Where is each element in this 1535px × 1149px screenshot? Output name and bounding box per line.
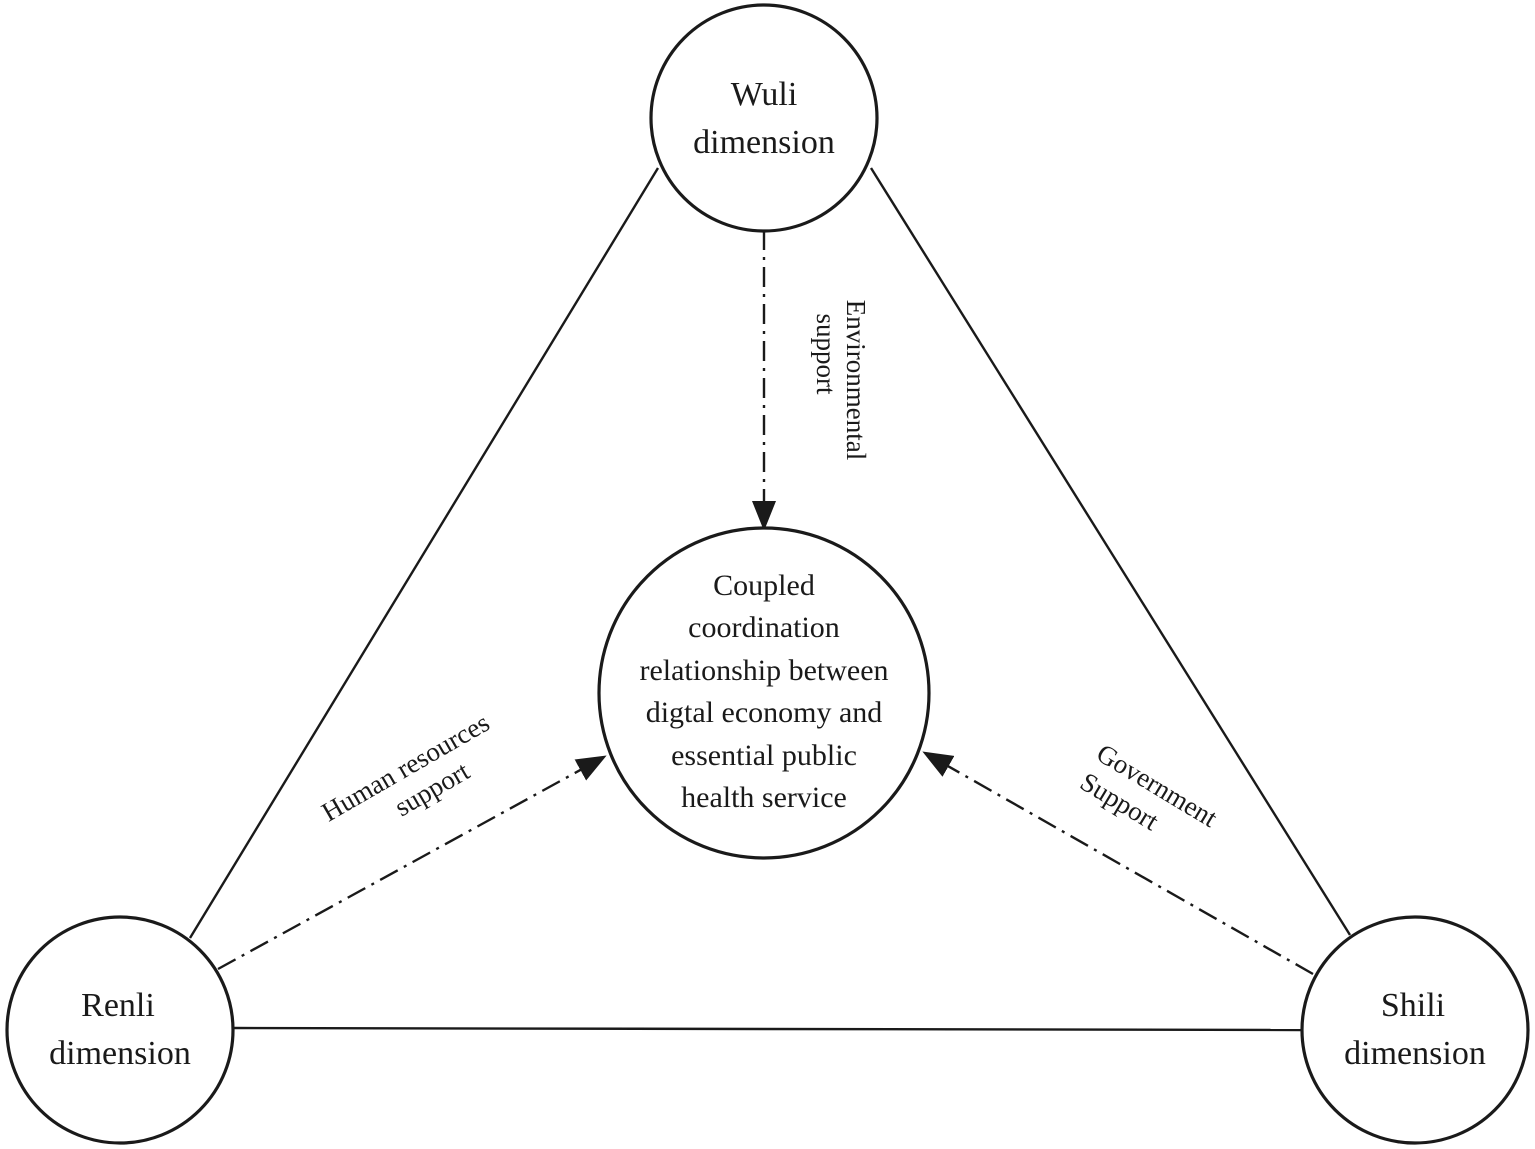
node-center: Coupled coordination relationship betwee… <box>597 526 931 860</box>
label-environmental-support: Environmental support <box>811 300 871 460</box>
node-shili-label-line2: dimension <box>1344 1035 1486 1072</box>
center-label-line1: Coupled <box>713 569 815 602</box>
edge-wuli-shili <box>869 167 1352 936</box>
label-human-resources-support: Human resources support <box>317 707 495 827</box>
label-government-support: Government Support <box>1075 738 1223 837</box>
node-shili: Shili dimension <box>1300 915 1530 1145</box>
node-shili-label-line1: Shili <box>1381 987 1445 1024</box>
center-label-line6: health service <box>681 781 847 814</box>
center-label-line4: digtal economy and <box>646 696 883 729</box>
label-environmental-line1: Environmental <box>841 300 871 460</box>
node-renli-label-line1: Renli <box>81 987 155 1024</box>
edge-wuli-renli <box>188 167 660 939</box>
center-label-line3: relationship between <box>639 654 888 687</box>
label-environmental-line2: support <box>811 314 841 395</box>
arrow-government-support <box>922 751 1314 976</box>
node-renli: Renli dimension <box>5 915 235 1145</box>
center-label-line2: coordination <box>688 611 840 644</box>
node-renli-label-line2: dimension <box>49 1035 191 1072</box>
node-wuli-label-line2: dimension <box>693 124 835 161</box>
center-label-line5: essential public <box>671 739 857 772</box>
edge-renli-shili <box>233 1026 1303 1032</box>
node-wuli: Wuli dimension <box>649 3 879 233</box>
node-wuli-label-line1: Wuli <box>731 76 798 113</box>
